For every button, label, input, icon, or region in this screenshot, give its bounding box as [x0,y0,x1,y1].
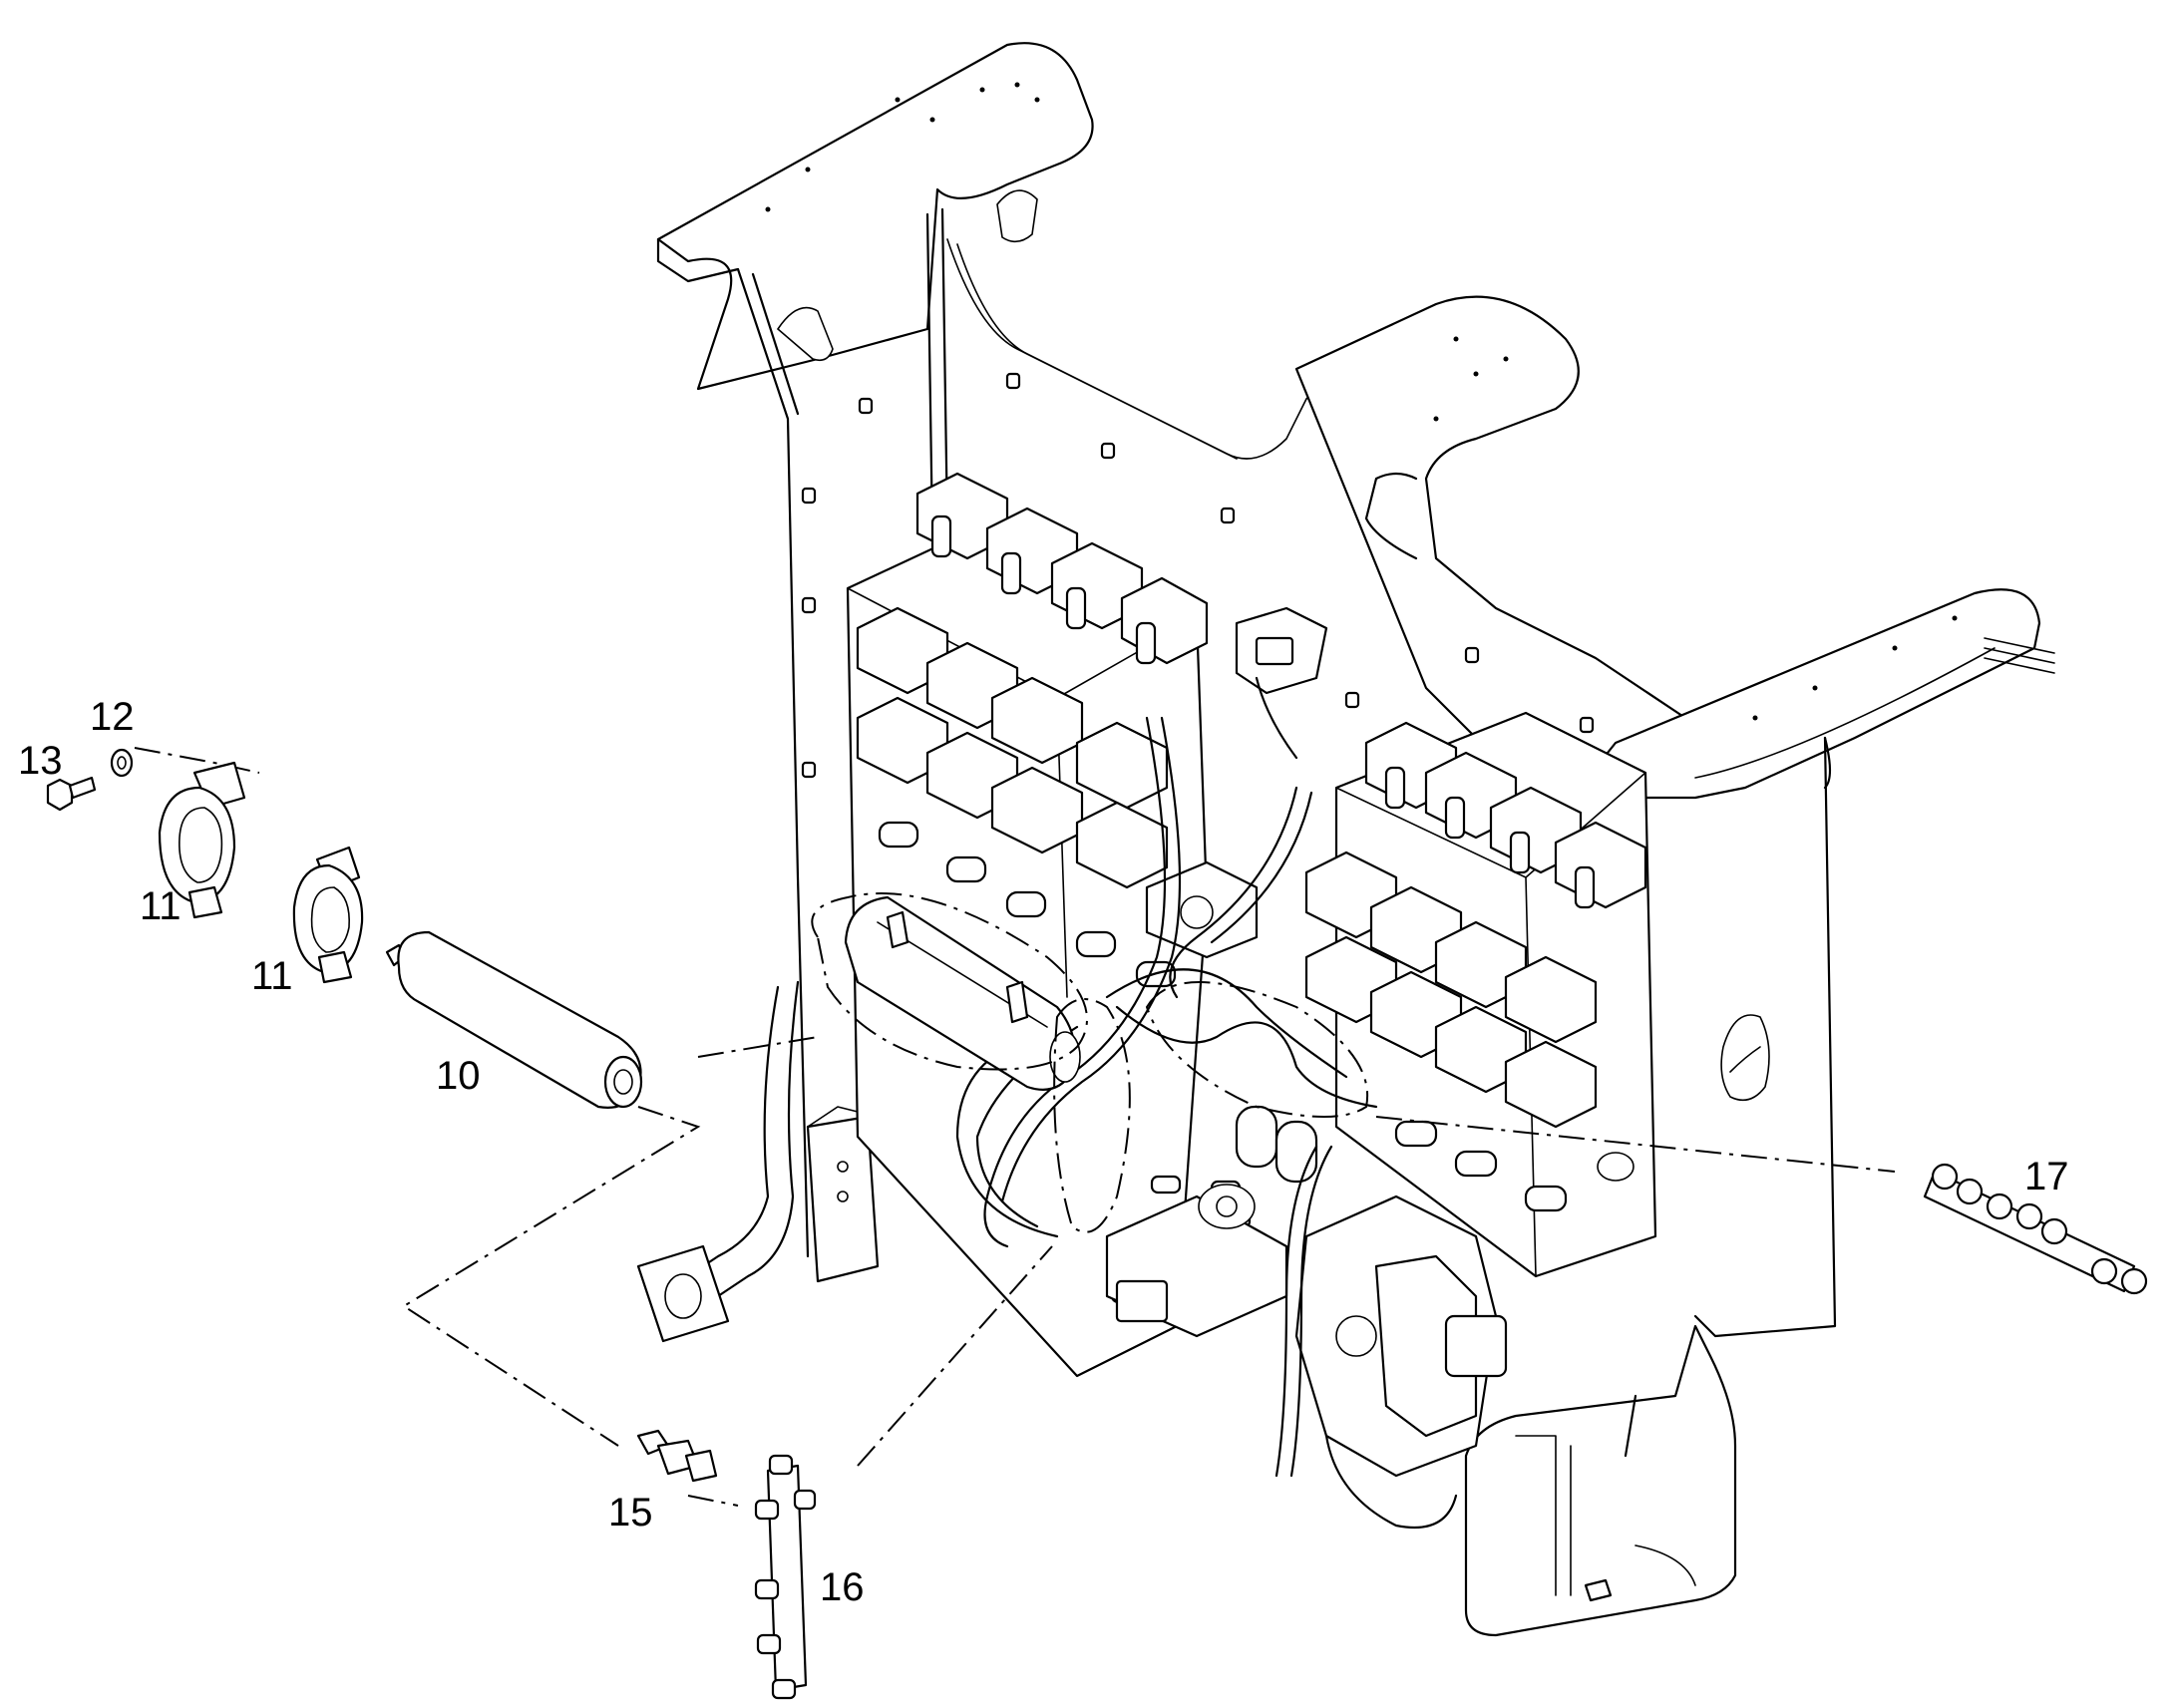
leader-lines [134,747,1896,1507]
accumulator-10 [385,930,643,1109]
manifold-16 [754,1454,817,1700]
hoses [955,676,1458,1530]
left-valve-manifold [846,472,1288,1378]
bolt-13 [46,776,97,812]
washer-12 [110,748,134,778]
accumulator-installed [844,895,1081,1091]
callout-17: 17 [2024,1155,2069,1198]
manifold-17 [1923,1163,2148,1295]
fitting-15 [636,1429,718,1483]
callout-10: 10 [436,1054,481,1098]
callout-16: 16 [820,1565,865,1609]
callout-15: 15 [608,1491,653,1535]
right-valve-manifold [1235,606,1657,1278]
callout-11-b: 11 [251,954,293,998]
clamp-11-a [158,761,246,919]
center-pump-assembly [1145,860,1508,1478]
callout-12: 12 [90,695,135,739]
clamp-11-b [292,846,364,984]
frame-assembly [636,42,2055,1637]
callout-13: 13 [18,739,63,783]
phantom-outlines [811,892,1369,1233]
callout-11-a: 11 [140,884,182,928]
